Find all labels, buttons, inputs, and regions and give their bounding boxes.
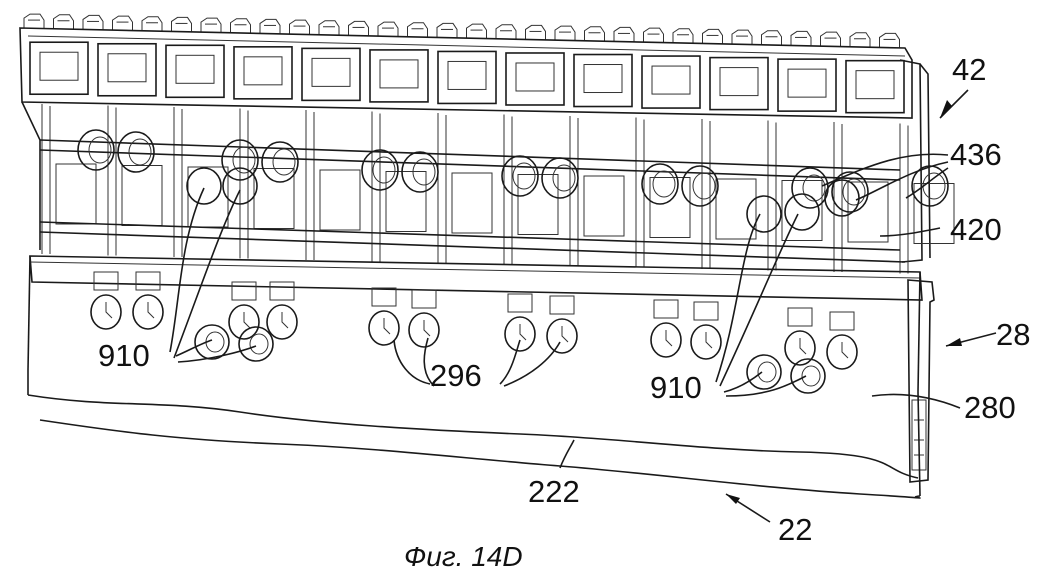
label-222: 222 bbox=[528, 474, 580, 509]
frame-cell bbox=[506, 53, 564, 105]
plug bbox=[642, 164, 678, 204]
upper-frame-42 bbox=[20, 14, 954, 273]
label-22: 22 bbox=[778, 512, 812, 547]
frame-cell bbox=[574, 55, 632, 107]
frame-cell bbox=[846, 61, 904, 113]
frame-cell bbox=[438, 51, 496, 103]
leader-lines bbox=[170, 90, 996, 522]
label-420: 420 bbox=[950, 212, 1002, 247]
plug-910 bbox=[187, 168, 221, 204]
plug bbox=[542, 158, 578, 198]
frame-cell bbox=[778, 59, 836, 111]
frame-cell bbox=[98, 44, 156, 96]
label-28: 28 bbox=[996, 317, 1030, 352]
plug bbox=[502, 156, 538, 196]
plug-910 bbox=[785, 194, 819, 230]
label-910-right: 910 bbox=[650, 370, 702, 405]
label-296: 296 bbox=[430, 358, 482, 393]
frame-cell bbox=[710, 58, 768, 110]
frame-cell bbox=[642, 56, 700, 108]
label-910-left: 910 bbox=[98, 338, 150, 373]
frame-cell bbox=[370, 50, 428, 102]
frame-cell bbox=[302, 48, 360, 100]
frame-cell bbox=[234, 47, 292, 99]
label-436: 436 bbox=[950, 137, 1002, 172]
label-42: 42 bbox=[952, 52, 986, 87]
frame-cell bbox=[166, 45, 224, 97]
frame-cell bbox=[30, 42, 88, 94]
label-280: 280 bbox=[964, 390, 1016, 425]
plug bbox=[682, 166, 718, 206]
plug bbox=[792, 168, 828, 208]
figure-caption: Фиг. 14D bbox=[404, 541, 523, 572]
